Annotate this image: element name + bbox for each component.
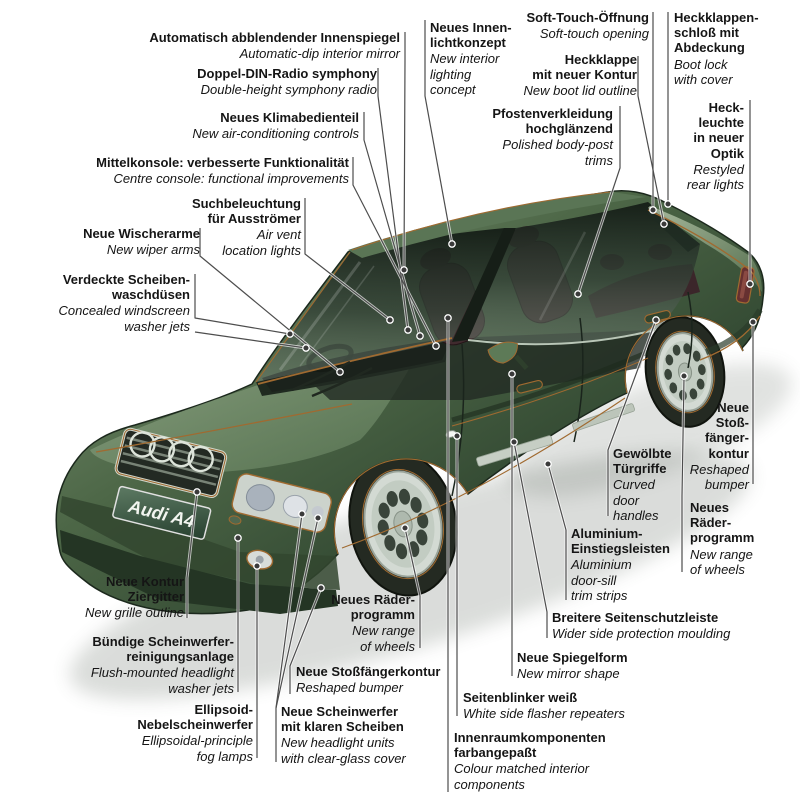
grille: [114, 427, 228, 499]
label-centre-console: Mittelkonsole: verbesserte Funktionalitä…: [96, 155, 349, 187]
side-details: [451, 291, 693, 497]
wiper-arms: [291, 360, 373, 398]
rear-wheel: [644, 316, 726, 428]
audi-rings-icon: [129, 431, 214, 473]
rear-glass: [648, 206, 700, 252]
b-pillar: [452, 228, 516, 342]
fog-lamp-icon: [246, 549, 274, 570]
door-mirror: [487, 341, 529, 371]
roof: [348, 192, 646, 258]
boot-lid: [648, 206, 762, 292]
washer-jet: [228, 515, 242, 525]
callout-dots: [193, 200, 757, 592]
windshield-glass: [256, 228, 505, 382]
